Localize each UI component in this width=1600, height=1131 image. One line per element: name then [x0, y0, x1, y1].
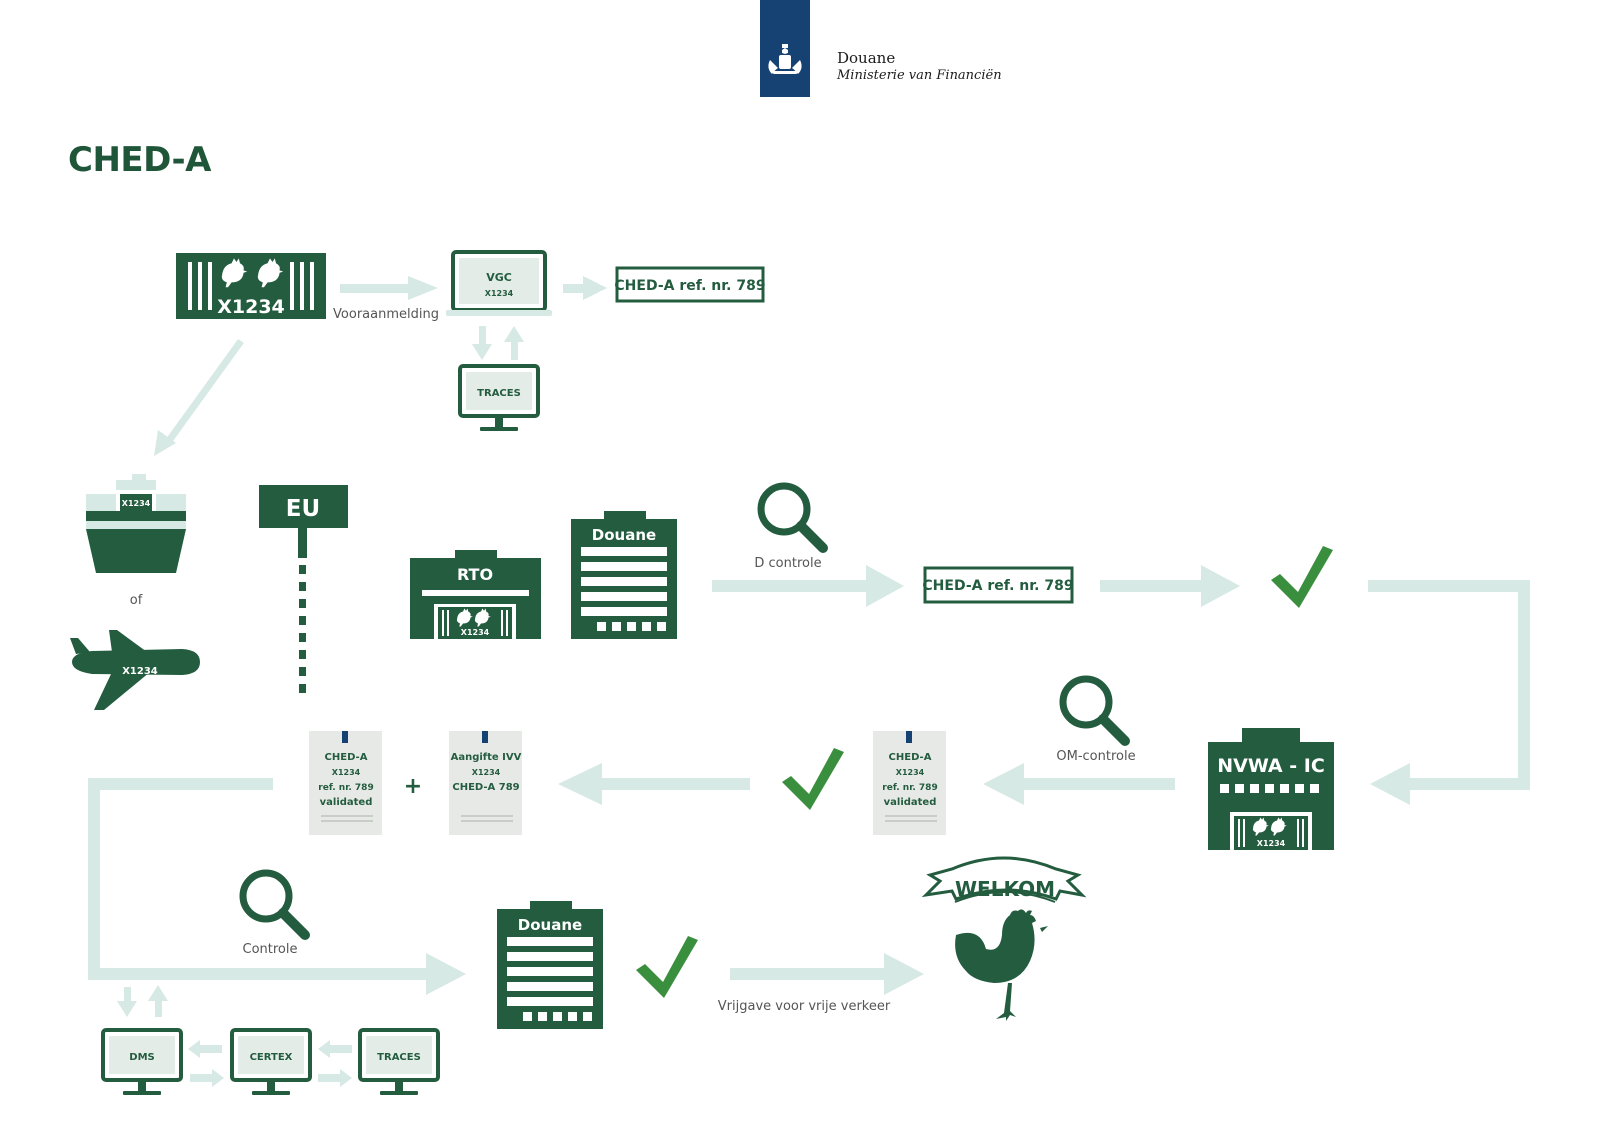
rto-building-icon: RTO X1234	[410, 550, 541, 639]
sync-arrows-top	[472, 326, 524, 360]
rto-sub: X1234	[461, 628, 490, 637]
check-icon-3	[636, 936, 698, 998]
om-controle-label: OM-controle	[1056, 749, 1135, 764]
nvwa-sub: X1234	[1257, 839, 1286, 848]
check-icon-1	[1271, 546, 1333, 608]
container-id: X1234	[217, 296, 285, 318]
arrow-to-docs-left	[558, 763, 750, 805]
traces-monitor-top: TRACES	[458, 364, 540, 433]
vooraanmelding-label: Vooraanmelding	[333, 307, 439, 322]
vrijgave-label: Vrijgave voor vrije verkeer	[718, 999, 891, 1014]
arrow-nvwa-to-doc	[983, 763, 1175, 805]
welkom-text: WELKOM	[955, 877, 1055, 901]
vgc-laptop-icon: VGC X1234	[446, 250, 552, 316]
ref-mid-text: CHED-A ref. nr. 789	[922, 578, 1073, 594]
controle-label: Controle	[243, 942, 298, 957]
page-title: CHED-A	[68, 140, 211, 180]
doc-right-line-1: CHED-A	[889, 752, 932, 763]
vgc-label: VGC	[486, 271, 512, 284]
ship-icon: X1234	[86, 474, 186, 573]
arrow-vooraanmelding	[340, 276, 438, 300]
doc-declaration: Aangifte IVV X1234 CHED-A 789	[449, 731, 522, 835]
container-icon: X1234	[176, 253, 326, 319]
plane-id: X1234	[122, 666, 158, 677]
doc-left-line-4: validated	[320, 797, 373, 808]
arrow-to-ref-mid	[712, 565, 904, 607]
douane-2-label: Douane	[518, 916, 582, 934]
doc-validated-left: CHED-A X1234 ref. nr. 789 validated	[309, 731, 382, 835]
plane-icon: X1234	[70, 630, 200, 710]
eu-label: EU	[286, 496, 320, 522]
doc-left-line-1: CHED-A	[325, 752, 368, 763]
doc-decl-line-3: CHED-A 789	[452, 782, 519, 793]
dms-monitor-icon: DMS	[101, 1028, 183, 1097]
plus-sign: +	[404, 774, 422, 799]
or-label: of	[130, 593, 143, 608]
eu-border-sign: EU	[259, 485, 348, 693]
traces-monitor-bottom: TRACES	[358, 1028, 440, 1097]
rto-label: RTO	[457, 565, 493, 584]
certex-label: CERTEX	[250, 1052, 293, 1063]
hen-large-icon	[955, 909, 1048, 1021]
welkom-banner: WELKOM	[921, 856, 1087, 903]
crest-icon	[760, 0, 810, 97]
vgc-sub: X1234	[485, 289, 514, 298]
doc-decl-line-2: X1234	[472, 768, 501, 777]
ref-box-top: CHED-A ref. nr. 789	[614, 266, 766, 303]
arrow-elbow-left	[88, 778, 466, 995]
arrow-vrijgave	[730, 953, 924, 995]
dms-label: DMS	[129, 1052, 154, 1063]
doc-left-line-2: X1234	[332, 768, 361, 777]
om-controle-magnifier-icon	[1063, 679, 1125, 741]
douane-1-label: Douane	[592, 526, 656, 544]
nvwa-label: NVWA - IC	[1217, 755, 1325, 777]
doc-decl-line-1: Aangifte IVV	[451, 752, 522, 763]
arrow-elbow-right	[1368, 580, 1530, 805]
nvwa-building-icon: NVWA - IC X1234	[1208, 728, 1334, 850]
d-controle-label: D controle	[754, 556, 821, 571]
arrows-dms-certex	[188, 1040, 224, 1087]
douane-building-2-icon: Douane	[497, 901, 603, 1029]
ref-box-mid: CHED-A ref. nr. 789	[922, 566, 1074, 604]
arrows-certex-traces	[318, 1040, 352, 1087]
sync-arrows-bottom	[117, 985, 168, 1017]
traces-top-label: TRACES	[477, 388, 521, 399]
arrow-to-check-1	[1100, 565, 1240, 607]
doc-right-line-2: X1234	[896, 768, 925, 777]
certex-monitor-icon: CERTEX	[230, 1028, 312, 1097]
ministry-name: Ministerie van Financiën	[837, 68, 1002, 83]
org-name: Douane	[837, 49, 896, 67]
doc-right-line-4: validated	[884, 797, 937, 808]
doc-right-line-3: ref. nr. 789	[882, 783, 937, 793]
traces-bottom-label: TRACES	[377, 1052, 421, 1063]
check-icon-2	[782, 748, 844, 810]
douane-building-1-icon: Douane	[571, 511, 677, 639]
doc-validated-right: CHED-A X1234 ref. nr. 789 validated	[873, 731, 946, 835]
d-controle-magnifier-icon	[761, 486, 823, 548]
controle-magnifier-icon	[243, 873, 305, 935]
doc-left-line-3: ref. nr. 789	[318, 783, 373, 793]
arrow-to-ship	[154, 338, 244, 456]
ship-id: X1234	[122, 499, 151, 508]
arrow-to-ref-top	[563, 276, 607, 300]
ref-top-text: CHED-A ref. nr. 789	[614, 278, 765, 294]
